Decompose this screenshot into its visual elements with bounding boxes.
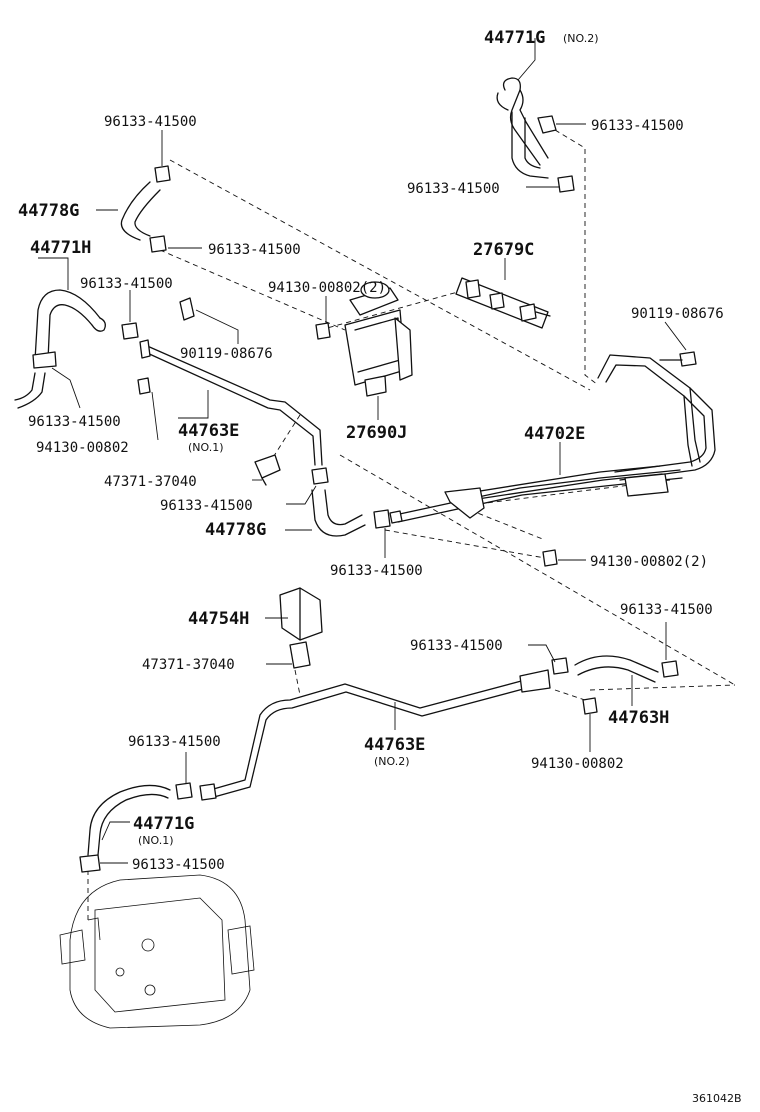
pump-illustration — [59, 874, 255, 1029]
label-96133-a: 96133-41500 — [104, 114, 197, 130]
label-96133-k: 96133-41500 — [128, 734, 221, 750]
label-96133-b: 96133-41500 — [591, 118, 684, 134]
figure-code: 361042B — [692, 1092, 742, 1105]
hose-44763h — [551, 655, 679, 715]
hose-44771g-no1 — [79, 782, 193, 873]
label-44771g-no1-note: (NO.1) — [138, 834, 174, 847]
label-96133-g: 96133-41500 — [160, 498, 253, 514]
label-27690j: 27690J — [346, 423, 407, 443]
label-96133-j: 96133-41500 — [410, 638, 503, 654]
vsv-27690j — [315, 281, 413, 397]
bracket-44754h — [279, 587, 323, 669]
bolt-90119-right — [659, 351, 697, 367]
label-44771g-no2: 44771G — [484, 28, 545, 48]
label-44771h: 44771H — [30, 238, 91, 258]
label-44702e: 44702E — [524, 424, 585, 444]
label-44763e-no1-note: (NO.1) — [188, 441, 224, 454]
label-27679c: 27679C — [473, 240, 534, 260]
label-44771g-no2-note: (NO.2) — [563, 32, 599, 45]
hose-44778g-upper — [120, 165, 171, 253]
label-44778g-a: 44778G — [18, 201, 79, 221]
label-96133-e: 96133-41500 — [80, 276, 173, 292]
label-90119-a: 90119-08676 — [631, 306, 724, 322]
label-44778g-b: 44778G — [205, 520, 266, 540]
label-96133-d: 96133-41500 — [208, 242, 301, 258]
label-96133-f: 96133-41500 — [28, 414, 121, 430]
bracket-27679c — [455, 277, 551, 329]
label-96133-c: 96133-41500 — [407, 181, 500, 197]
bracket-47371-upper — [254, 454, 281, 486]
label-47371-a: 47371-37040 — [104, 474, 197, 490]
label-44763e-no1: 44763E — [178, 421, 239, 441]
pipe-44763e-no2 — [199, 669, 551, 801]
pipe-44702e — [389, 354, 716, 524]
label-44771g-no1: 44771G — [133, 814, 194, 834]
label-44763h: 44763H — [608, 708, 669, 728]
leader-lines — [38, 38, 687, 864]
label-94130-c: 94130-00802(2) — [590, 554, 708, 570]
label-94130-a: 94130-00802(2) — [268, 280, 386, 296]
label-96133-i: 96133-41500 — [620, 602, 713, 618]
label-44763e-no2: 44763E — [364, 735, 425, 755]
label-44763e-no2-note: (NO.2) — [374, 755, 410, 768]
hose-44771h — [14, 289, 139, 409]
label-47371-b: 47371-37040 — [142, 657, 235, 673]
hose-44771g-no2 — [496, 77, 575, 193]
nut-94130-mid — [542, 549, 558, 567]
dashed-guide-lines — [87, 129, 736, 920]
label-96133-h: 96133-41500 — [330, 563, 423, 579]
label-94130-b: 94130-00802 — [36, 440, 129, 456]
part-labels: 44771G (NO.2) 96133-41500 96133-41500 96… — [18, 28, 742, 1105]
label-90119-b: 90119-08676 — [180, 346, 273, 362]
pipe-44763e-no1 — [137, 297, 323, 466]
label-94130-d: 94130-00802 — [531, 756, 624, 772]
label-96133-l: 96133-41500 — [132, 857, 225, 873]
label-44754h: 44754H — [188, 609, 249, 629]
hose-44778g-lower — [311, 467, 391, 537]
